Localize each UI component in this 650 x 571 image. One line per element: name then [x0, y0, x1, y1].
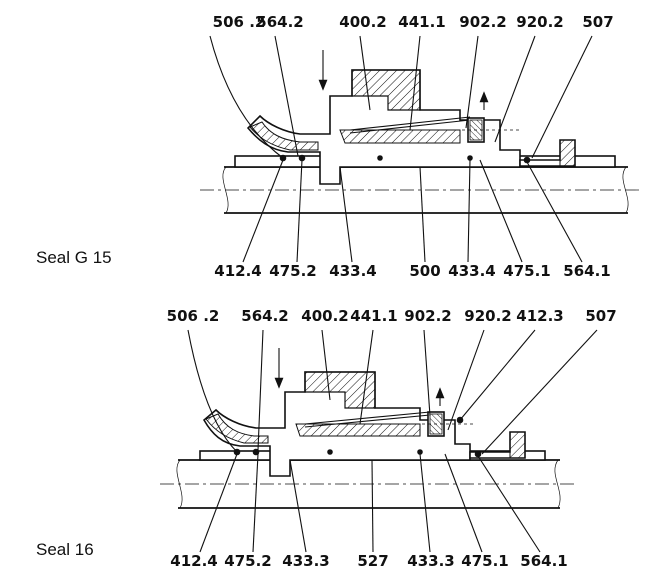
seal-g15-bottom-leader-2 — [296, 159, 303, 263]
seal-16-bottom-leader-6 — [444, 453, 483, 553]
seal-g15-flow-arrows — [318, 50, 489, 110]
seal-16-shaft — [160, 459, 575, 509]
seal-16-top-label-7: 412.3 — [516, 307, 563, 325]
seal-g15-top-label-7: 507 — [582, 13, 613, 31]
seal-16-top-leader-1 — [187, 329, 238, 453]
seal-16-bottom-leader-7 — [477, 455, 541, 553]
seal-16-top-label-2: 564.2 — [241, 307, 288, 325]
seal-g15-bottom-leader-6 — [479, 159, 523, 263]
seal-g15-bottom-leader-5 — [467, 159, 471, 263]
seal-16-bottom-label-1: 412.4 — [170, 552, 217, 570]
seal-16-top-leader-8 — [481, 329, 598, 455]
seal-g15-top-leader-4 — [409, 35, 421, 131]
seal-16-bottom-leader-1 — [199, 453, 238, 553]
seal-16-top-leader-2 — [257, 329, 264, 451]
seal-16-top-leader-3 — [321, 329, 331, 401]
seal-g15-bottom-leader-7 — [526, 161, 583, 263]
seal-g15-bottom-leader-4 — [419, 166, 426, 263]
seal-g15-bottom-leader-1 — [242, 159, 284, 263]
seal-16-drawing — [160, 348, 575, 509]
caption-seal-g15: Seal G 15 — [36, 248, 112, 267]
seal-g15-top-leader-3 — [359, 35, 371, 111]
seal-16-top-leader-7 — [459, 329, 536, 421]
seal-g15-o-rings — [279, 154, 531, 164]
seal-g15-top-label-6: 920.2 — [516, 13, 563, 31]
seal-g15-bottom-label-7: 564.1 — [563, 262, 610, 280]
seal-g15-top-leader-7 — [531, 35, 593, 159]
seal-g15-bottom-label-1: 412.4 — [214, 262, 261, 280]
seal-16-bottom-label-6: 475.1 — [461, 552, 508, 570]
seal-16-bottom-label-5: 433.3 — [407, 552, 454, 570]
seal-16-top-leader-4 — [359, 329, 374, 425]
seal-g15-bottom-label-4: 500 — [409, 262, 440, 280]
seal-g15-bottom-label-2: 475.2 — [269, 262, 316, 280]
seal-16-top-label-5: 902.2 — [404, 307, 451, 325]
seal-16-bottom-leader-2 — [252, 453, 259, 553]
seal-16-bottom-label-3: 433.3 — [282, 552, 329, 570]
seal-g15-top-label-1: 506 .2 — [213, 13, 266, 31]
seal-g15-bottom-leader-3 — [339, 166, 353, 263]
seal-16-top-label-8: 507 — [585, 307, 616, 325]
seal-16-bottom-label-4: 527 — [357, 552, 388, 570]
caption-seal-16: Seal 16 — [36, 540, 94, 559]
seal-g15-top-leader-6 — [494, 35, 536, 143]
seal-g15-bolt — [420, 117, 520, 143]
seal-16-top-leader-5 — [423, 329, 431, 417]
seal-16-top-label-6: 920.2 — [464, 307, 511, 325]
seal-16-flow-arrows — [274, 348, 445, 406]
seal-g15-top-leader-2 — [274, 35, 299, 157]
seal-16-bolt — [380, 411, 475, 437]
seal-16-casing — [469, 431, 526, 459]
seal-16-seal-housing — [202, 371, 471, 477]
seal-16-bottom-leader-4 — [371, 459, 374, 553]
seal-g15-bottom-label-5: 433.4 — [448, 262, 495, 280]
seal-16-bottom-label-7: 564.1 — [520, 552, 567, 570]
seal-g15-bottom-label-3: 433.4 — [329, 262, 376, 280]
seal-16-top-label-1: 506 .2 — [167, 307, 220, 325]
seal-16-bottom-label-2: 475.2 — [224, 552, 271, 570]
seal-16-bottom-leader-3 — [289, 459, 307, 553]
seal-g15-top-label-4: 441.1 — [398, 13, 445, 31]
seal-g15-top-label-3: 400.2 — [339, 13, 386, 31]
seal-16-top-label-3: 400.2 — [301, 307, 348, 325]
seal-16-top-label-4: 441.1 — [350, 307, 397, 325]
seal-16-bottom-leader-5 — [419, 453, 431, 553]
seal-g15-drawing — [200, 50, 640, 214]
seal-16-top-leader-6 — [447, 329, 485, 431]
seal-g15-top-label-2: 564.2 — [256, 13, 303, 31]
seal-g15-top-leader-5 — [465, 35, 479, 129]
seal-g15-top-label-5: 902.2 — [459, 13, 506, 31]
seal-g15-top-leader-1 — [209, 35, 284, 159]
seal-g15-bottom-label-6: 475.1 — [503, 262, 550, 280]
seal-g15-casing — [519, 139, 576, 167]
